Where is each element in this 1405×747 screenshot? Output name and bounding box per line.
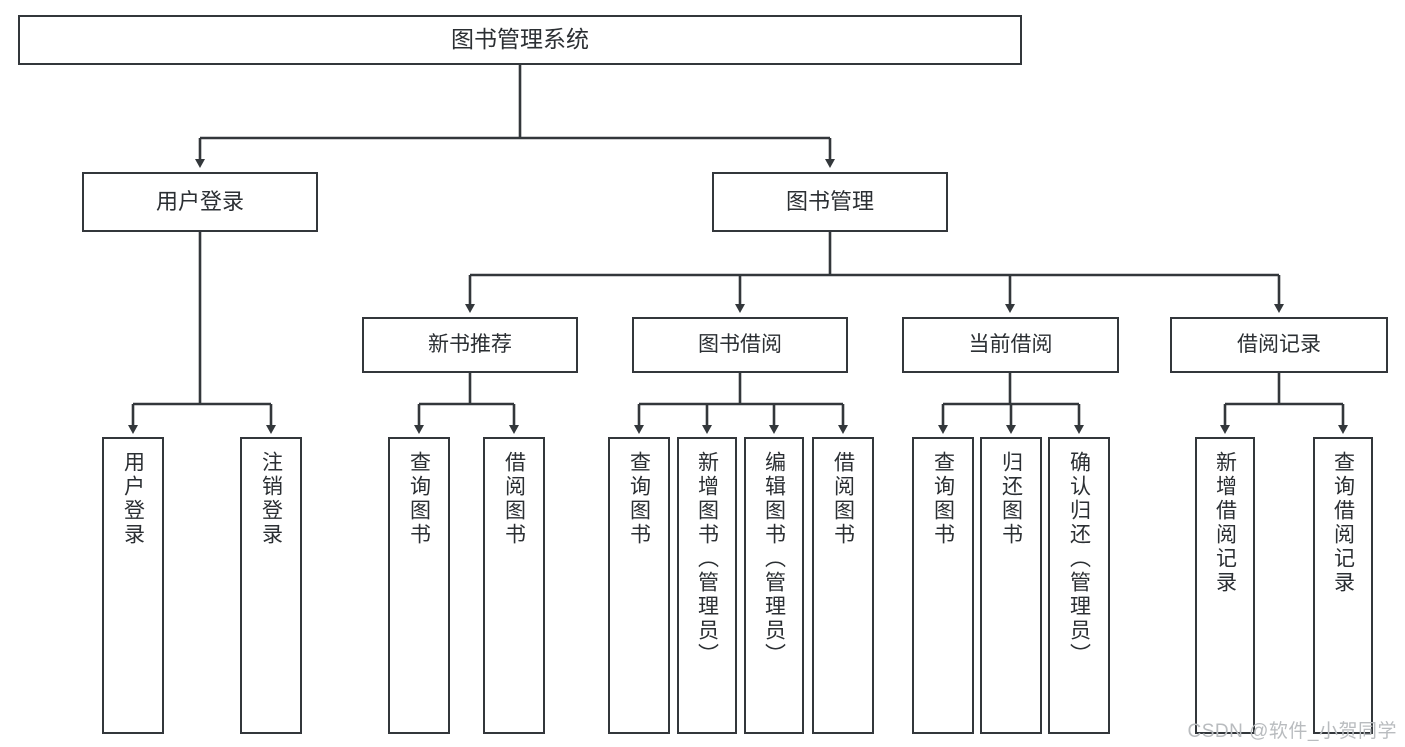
leaf-confirm-return-admin-label: 确认归还（管理员）	[1067, 451, 1091, 667]
node-new-book-recommend[interactable]: 新书推荐	[362, 317, 578, 373]
leaf-query-book-borrow-label: 查询图书	[627, 451, 651, 547]
leaf-add-book-admin[interactable]: 新增图书（管理员）	[677, 437, 737, 734]
leaf-return-book-label: 归还图书	[999, 451, 1023, 547]
leaf-confirm-return-admin[interactable]: 确认归还（管理员）	[1048, 437, 1110, 734]
leaf-query-borrow-record-label: 查询借阅记录	[1331, 451, 1355, 595]
leaf-add-borrow-record-label: 新增借阅记录	[1213, 451, 1237, 595]
node-book-management-label: 图书管理	[785, 188, 874, 214]
leaf-query-book-recommend-label: 查询图书	[407, 451, 431, 547]
node-user-login-label: 用户登录	[155, 188, 244, 214]
node-current-borrow-label: 当前借阅	[968, 332, 1053, 356]
node-new-book-recommend-label: 新书推荐	[428, 332, 512, 356]
leaf-logout-label: 注销登录	[259, 451, 283, 547]
node-root[interactable]: 图书管理系统	[18, 15, 1022, 65]
leaf-edit-book-admin[interactable]: 编辑图书（管理员）	[744, 437, 804, 734]
leaf-user-login[interactable]: 用户登录	[102, 437, 164, 734]
watermark: CSDN @软件_小贺同学	[1187, 721, 1397, 742]
leaf-user-login-label: 用户登录	[121, 451, 145, 547]
leaf-return-book[interactable]: 归还图书	[980, 437, 1042, 734]
leaf-query-borrow-record[interactable]: 查询借阅记录	[1313, 437, 1373, 734]
leaf-query-book-recommend[interactable]: 查询图书	[388, 437, 450, 734]
leaf-edit-book-admin-label: 编辑图书（管理员）	[762, 451, 786, 667]
leaf-add-borrow-record[interactable]: 新增借阅记录	[1195, 437, 1255, 734]
node-book-management[interactable]: 图书管理	[712, 172, 948, 232]
node-borrow-records-label: 借阅记录	[1237, 332, 1321, 356]
leaf-borrow-book[interactable]: 借阅图书	[812, 437, 874, 734]
node-user-login[interactable]: 用户登录	[82, 172, 318, 232]
leaf-query-book-borrow[interactable]: 查询图书	[608, 437, 670, 734]
node-current-borrow[interactable]: 当前借阅	[902, 317, 1119, 373]
node-book-borrow-label: 图书借阅	[698, 332, 782, 356]
leaf-add-book-admin-label: 新增图书（管理员）	[695, 451, 719, 667]
leaf-query-book-current-label: 查询图书	[931, 451, 955, 547]
leaf-logout[interactable]: 注销登录	[240, 437, 302, 734]
leaf-borrow-book-label: 借阅图书	[831, 451, 855, 547]
node-book-borrow[interactable]: 图书借阅	[632, 317, 848, 373]
leaf-borrow-book-recommend[interactable]: 借阅图书	[483, 437, 545, 734]
node-root-label: 图书管理系统	[451, 26, 589, 53]
leaf-query-book-current[interactable]: 查询图书	[912, 437, 974, 734]
node-borrow-records[interactable]: 借阅记录	[1170, 317, 1388, 373]
leaf-borrow-book-recommend-label: 借阅图书	[502, 451, 526, 547]
